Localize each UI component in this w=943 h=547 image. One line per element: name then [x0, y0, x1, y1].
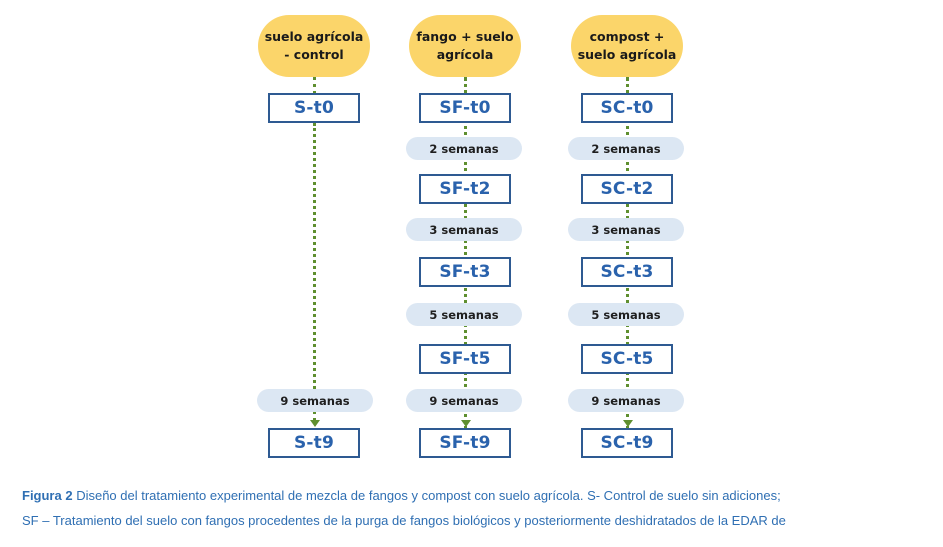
- sample-box: SF-t3: [419, 257, 511, 287]
- column-header-fango: fango + suelo agrícola: [409, 15, 521, 77]
- interval-pill: 5 semanas: [568, 303, 684, 326]
- interval-pill-final: 9 semanas: [406, 389, 522, 412]
- sample-box: SF-t2: [419, 174, 511, 204]
- sample-box-end: S-t9: [268, 428, 360, 458]
- down-arrow-icon: [310, 420, 320, 427]
- sample-box: SF-t5: [419, 344, 511, 374]
- interval-pill-final: 9 semanas: [568, 389, 684, 412]
- interval-pill: 5 semanas: [406, 303, 522, 326]
- sample-box: SC-t5: [581, 344, 673, 374]
- caption-text-1: Diseño del tratamiento experimental de m…: [72, 488, 781, 503]
- interval-pill: 2 semanas: [406, 137, 522, 160]
- caption-line-2: SF – Tratamiento del suelo con fangos pr…: [22, 513, 786, 528]
- experimental-design-diagram: suelo agrícola - control S-t0 9 semanas …: [257, 15, 684, 458]
- interval-pill-final: 9 semanas: [257, 389, 373, 412]
- connector-line: [313, 77, 316, 94]
- figure-caption: Figura 2 Diseño del tratamiento experime…: [22, 483, 927, 533]
- sample-box: SC-t2: [581, 174, 673, 204]
- interval-pill: 3 semanas: [406, 218, 522, 241]
- column-header-control: suelo agrícola - control: [258, 15, 370, 77]
- interval-pill: 3 semanas: [568, 218, 684, 241]
- down-arrow-icon: [623, 420, 633, 427]
- caption-line-1: Figura 2 Diseño del tratamiento experime…: [22, 483, 927, 508]
- connector-line: [313, 411, 316, 421]
- interval-pill: 2 semanas: [568, 137, 684, 160]
- sample-box-start: S-t0: [268, 93, 360, 123]
- connector-line: [313, 123, 316, 389]
- figure-label: Figura 2: [22, 488, 73, 503]
- sample-box-start: SF-t0: [419, 93, 511, 123]
- sample-box: SC-t3: [581, 257, 673, 287]
- sample-box-start: SC-t0: [581, 93, 673, 123]
- sample-box-end: SC-t9: [581, 428, 673, 458]
- sample-box-end: SF-t9: [419, 428, 511, 458]
- down-arrow-icon: [461, 420, 471, 427]
- column-header-compost: compost + suelo agrícola: [571, 15, 683, 77]
